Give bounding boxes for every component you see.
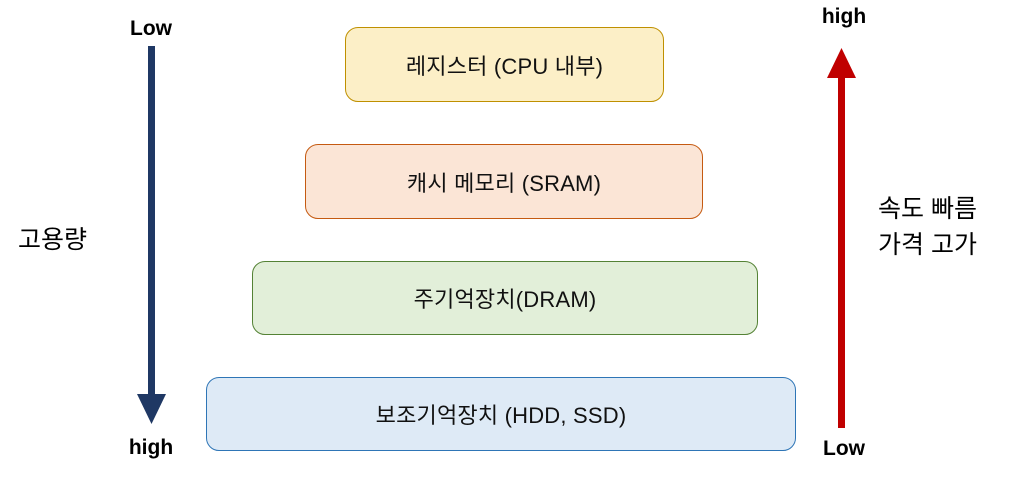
speed-up-arrow-icon [827,48,856,428]
memory-level-main-memory[interactable]: 주기억장치(DRAM) [252,261,758,335]
speed-axis-bottom-label: Low [823,437,865,460]
capacity-axis-top-label: Low [130,17,172,40]
memory-level-cache[interactable]: 캐시 메모리 (SRAM) [305,144,703,219]
memory-level-cache-label: 캐시 메모리 (SRAM) [406,170,602,196]
memory-level-register-label: 레지스터 (CPU 내부) [405,53,604,79]
memory-level-secondary-storage-label: 보조기억장치 (HDD, SSD) [375,403,627,428]
speed-caption-line2: 가격 고가 [878,231,977,259]
speed-caption-line1: 속도 빠름 [878,195,977,223]
capacity-axis-bottom-label: high [128,436,174,459]
capacity-down-arrow-icon [137,46,166,424]
capacity-axis-group: Low high 고용량 [0,0,300,479]
speed-cost-axis-group: high Low 속도 빠름 가격 고가 [790,0,1030,479]
capacity-caption: 고용량 [18,226,88,254]
memory-level-secondary-storage[interactable]: 보조기억장치 (HDD, SSD) [206,377,796,451]
speed-axis-top-label: high [821,5,867,28]
memory-level-register[interactable]: 레지스터 (CPU 내부) [345,27,664,102]
memory-level-main-memory-label: 주기억장치(DRAM) [413,287,597,312]
